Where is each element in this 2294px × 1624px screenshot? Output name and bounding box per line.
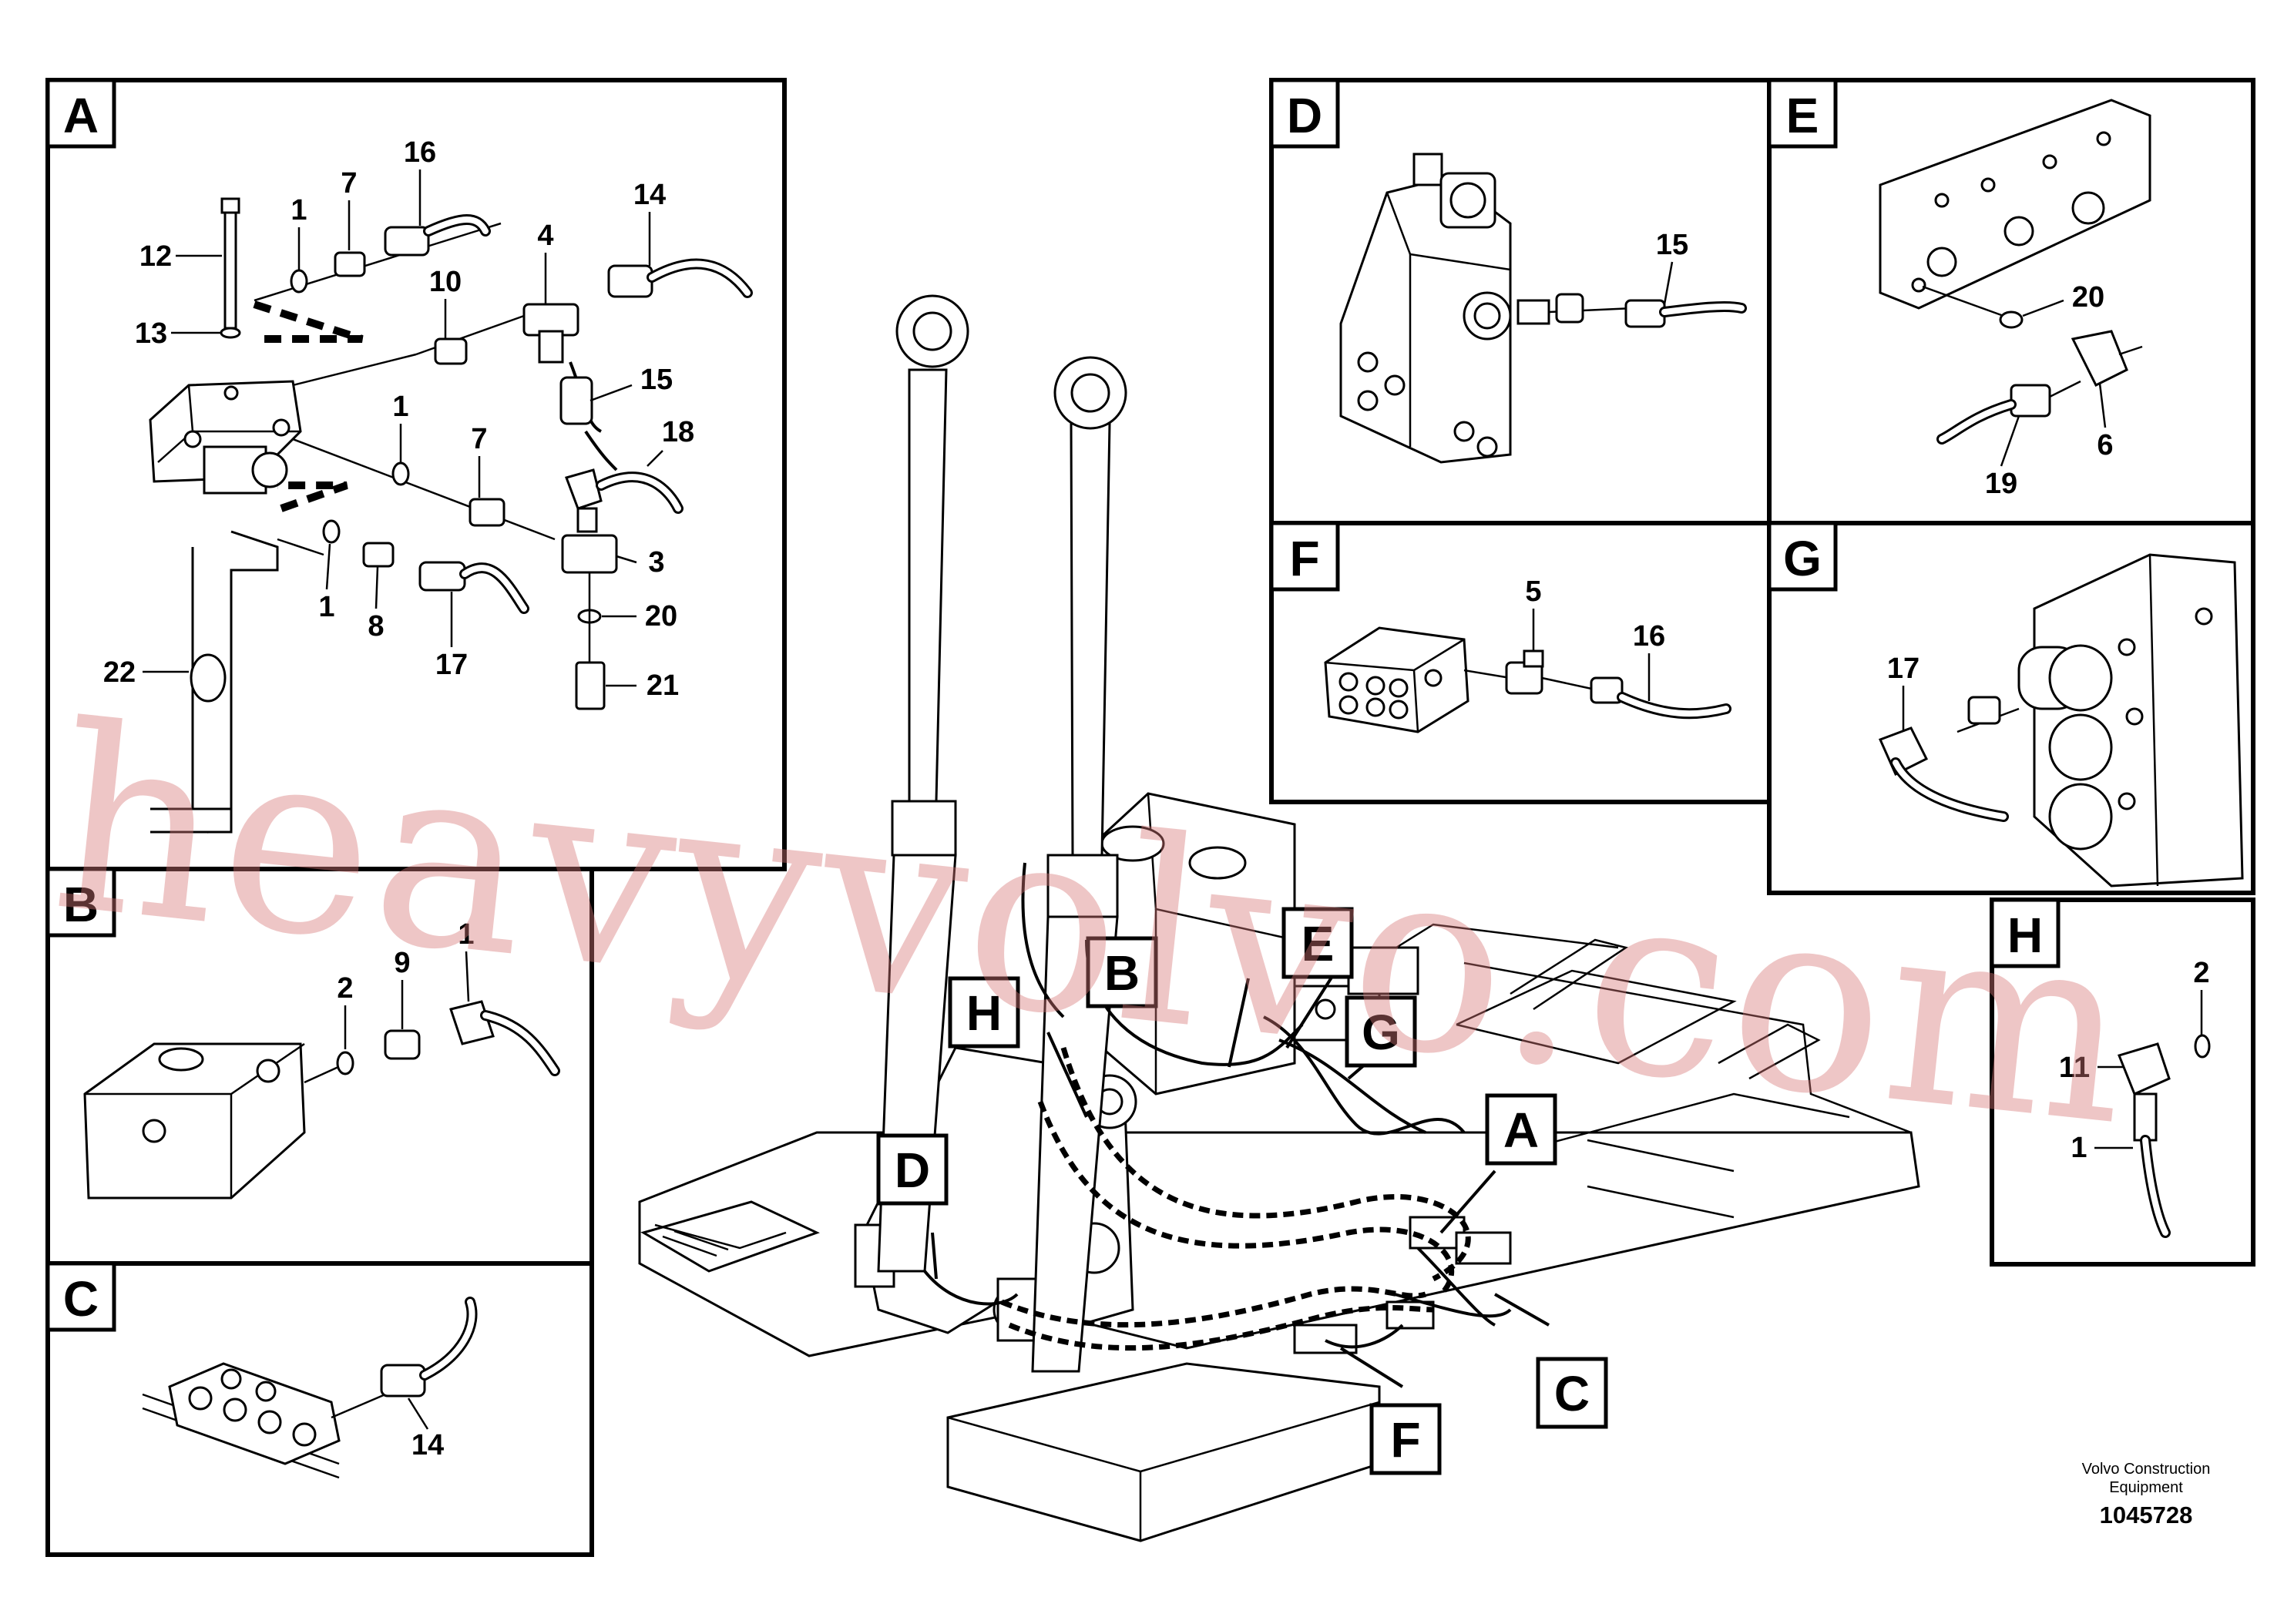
panel-C-tag-box <box>45 1261 116 1332</box>
callout-15-d: 15 <box>1656 229 1688 261</box>
lower-deck <box>946 1362 1381 1542</box>
callout-16-f: 16 <box>1633 620 1665 653</box>
callout-21: 21 <box>647 669 679 702</box>
detail-panel-E: E 20 6 19 <box>1767 78 2255 525</box>
callout-19: 19 <box>1985 468 2017 500</box>
callout-16-a: 16 <box>404 136 436 169</box>
callout-1-a: 1 <box>291 194 307 226</box>
callout-1-c: 1 <box>318 591 334 623</box>
panel-F-tag-box <box>1269 521 1340 592</box>
tool-tray <box>640 1200 820 1273</box>
panel-D-tag: D <box>1287 88 1322 143</box>
callout-15-a: 15 <box>640 364 673 396</box>
panel-H-tag-box <box>1990 898 2061 968</box>
callout-6: 6 <box>2097 429 2113 461</box>
callout-2-b: 2 <box>337 972 353 1005</box>
callout-13: 13 <box>135 317 167 350</box>
callout-20-a: 20 <box>645 600 677 632</box>
main-tag-G[interactable]: G <box>1345 995 1417 1068</box>
pressure-switch-21 <box>575 661 606 710</box>
panel-F-tag: F <box>1289 531 1319 586</box>
callout-1-bb: 1 <box>458 918 474 951</box>
panel-H-tag: H <box>2007 908 2043 963</box>
callout-14-a: 14 <box>633 179 666 211</box>
callout-17-a: 17 <box>435 649 468 681</box>
brand-line-2: Equipment <box>2109 1479 2183 1496</box>
callout-7-a: 7 <box>341 167 357 200</box>
callout-9: 9 <box>394 947 410 979</box>
panel-A-tag: A <box>63 88 99 143</box>
elbow-fitting-H <box>2117 1042 2171 1096</box>
detail-panel-G: G 17 <box>1767 521 2255 895</box>
detail-panel-C: C 14 <box>45 1261 594 1557</box>
callout-12: 12 <box>139 240 172 273</box>
panel-B-tag-box <box>45 867 116 938</box>
main-tag-D-label: D <box>895 1143 930 1198</box>
main-tag-B-label: B <box>1104 945 1140 1001</box>
callout-11: 11 <box>2059 1052 2090 1084</box>
panel-E-tag-box <box>1767 78 1838 149</box>
panel-E-tag: E <box>1786 88 1819 143</box>
main-assembly <box>638 294 1920 1542</box>
callout-17-g: 17 <box>1887 653 1920 685</box>
callout-18: 18 <box>662 416 694 448</box>
main-tag-E-label: E <box>1302 916 1335 971</box>
main-tag-B[interactable]: B <box>1086 936 1158 1008</box>
main-tag-C-label: C <box>1554 1366 1590 1421</box>
brand-line-1: Volvo Construction <box>2081 1461 2211 1478</box>
tee-fitting-3 <box>561 534 618 574</box>
directional-valve-D <box>1339 176 1512 464</box>
callout-10: 10 <box>429 266 462 298</box>
detail-panel-D: D 15 <box>1269 78 1772 525</box>
panel-B-tag: B <box>63 877 99 932</box>
panel-A-tag-box <box>45 78 116 149</box>
bolt-12 <box>220 197 240 214</box>
callout-5: 5 <box>1525 575 1541 608</box>
callout-7-b: 7 <box>471 423 487 455</box>
callout-20-e: 20 <box>2072 281 2104 314</box>
panel-C-tag: C <box>63 1271 99 1327</box>
callout-22: 22 <box>103 656 136 689</box>
main-tag-G-label: G <box>1362 1005 1400 1060</box>
boom-cylinder-right <box>1031 356 1127 1373</box>
detail-panel-B: B 2 9 1 <box>45 867 594 1266</box>
detail-panel-H: H 2 11 1 <box>1990 898 2255 1267</box>
main-tag-F-label: F <box>1390 1412 1420 1468</box>
main-tag-D[interactable]: D <box>876 1133 949 1206</box>
main-tag-A[interactable]: A <box>1485 1093 1557 1166</box>
main-tag-F[interactable]: F <box>1369 1403 1442 1475</box>
callout-4: 4 <box>537 220 553 252</box>
callout-8: 8 <box>368 610 384 643</box>
callout-3: 3 <box>648 546 664 579</box>
panel-G-tag-box <box>1767 521 1838 592</box>
main-tag-A-label: A <box>1503 1102 1539 1158</box>
callout-14-c: 14 <box>411 1429 444 1461</box>
detail-panel-A: A <box>45 78 787 871</box>
drawing-number: 1045728 <box>2099 1502 2193 1528</box>
main-tag-E[interactable]: E <box>1281 907 1354 979</box>
main-tag-C[interactable]: C <box>1536 1357 1608 1429</box>
callout-2-h: 2 <box>2193 957 2209 989</box>
panel-G-tag: G <box>1783 531 1822 586</box>
panel-D-tag-box <box>1269 78 1340 149</box>
drawing-caption: Volvo Construction Equipment 1045728 <box>2050 1460 2242 1529</box>
distribution-block <box>1293 1324 1358 1354</box>
callout-1-b: 1 <box>392 391 408 423</box>
detail-panel-F: F 5 16 <box>1269 521 1772 804</box>
callout-1-h: 1 <box>2071 1132 2087 1164</box>
main-tag-H-label: H <box>966 985 1002 1041</box>
main-tag-H[interactable]: H <box>948 976 1020 1049</box>
